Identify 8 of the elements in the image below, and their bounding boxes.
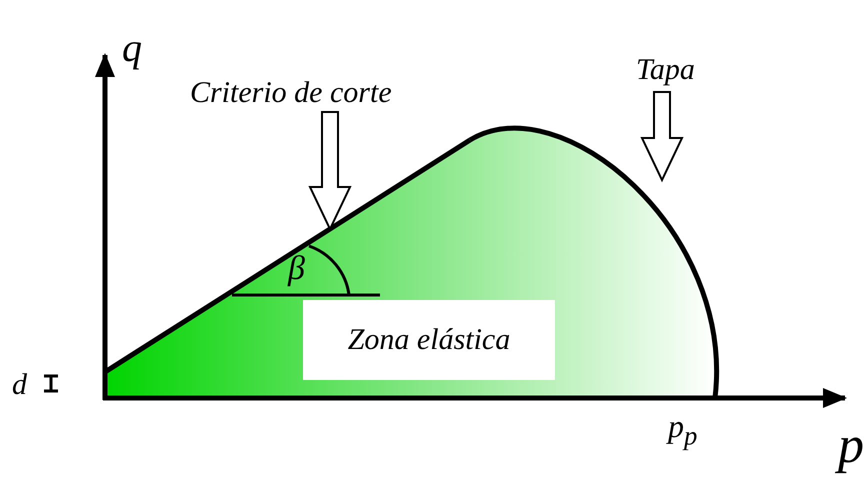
offset-label: d	[12, 370, 27, 400]
block-arrow	[640, 91, 684, 182]
axis-value-label: p$_{p}$	[668, 410, 698, 450]
angle-label: β	[288, 252, 305, 286]
zone-label: Zona elástica	[303, 300, 555, 380]
callout-text: Tapa	[636, 55, 695, 85]
axis-label: q	[122, 28, 142, 68]
callout-text: Criterio de corte	[190, 78, 392, 108]
